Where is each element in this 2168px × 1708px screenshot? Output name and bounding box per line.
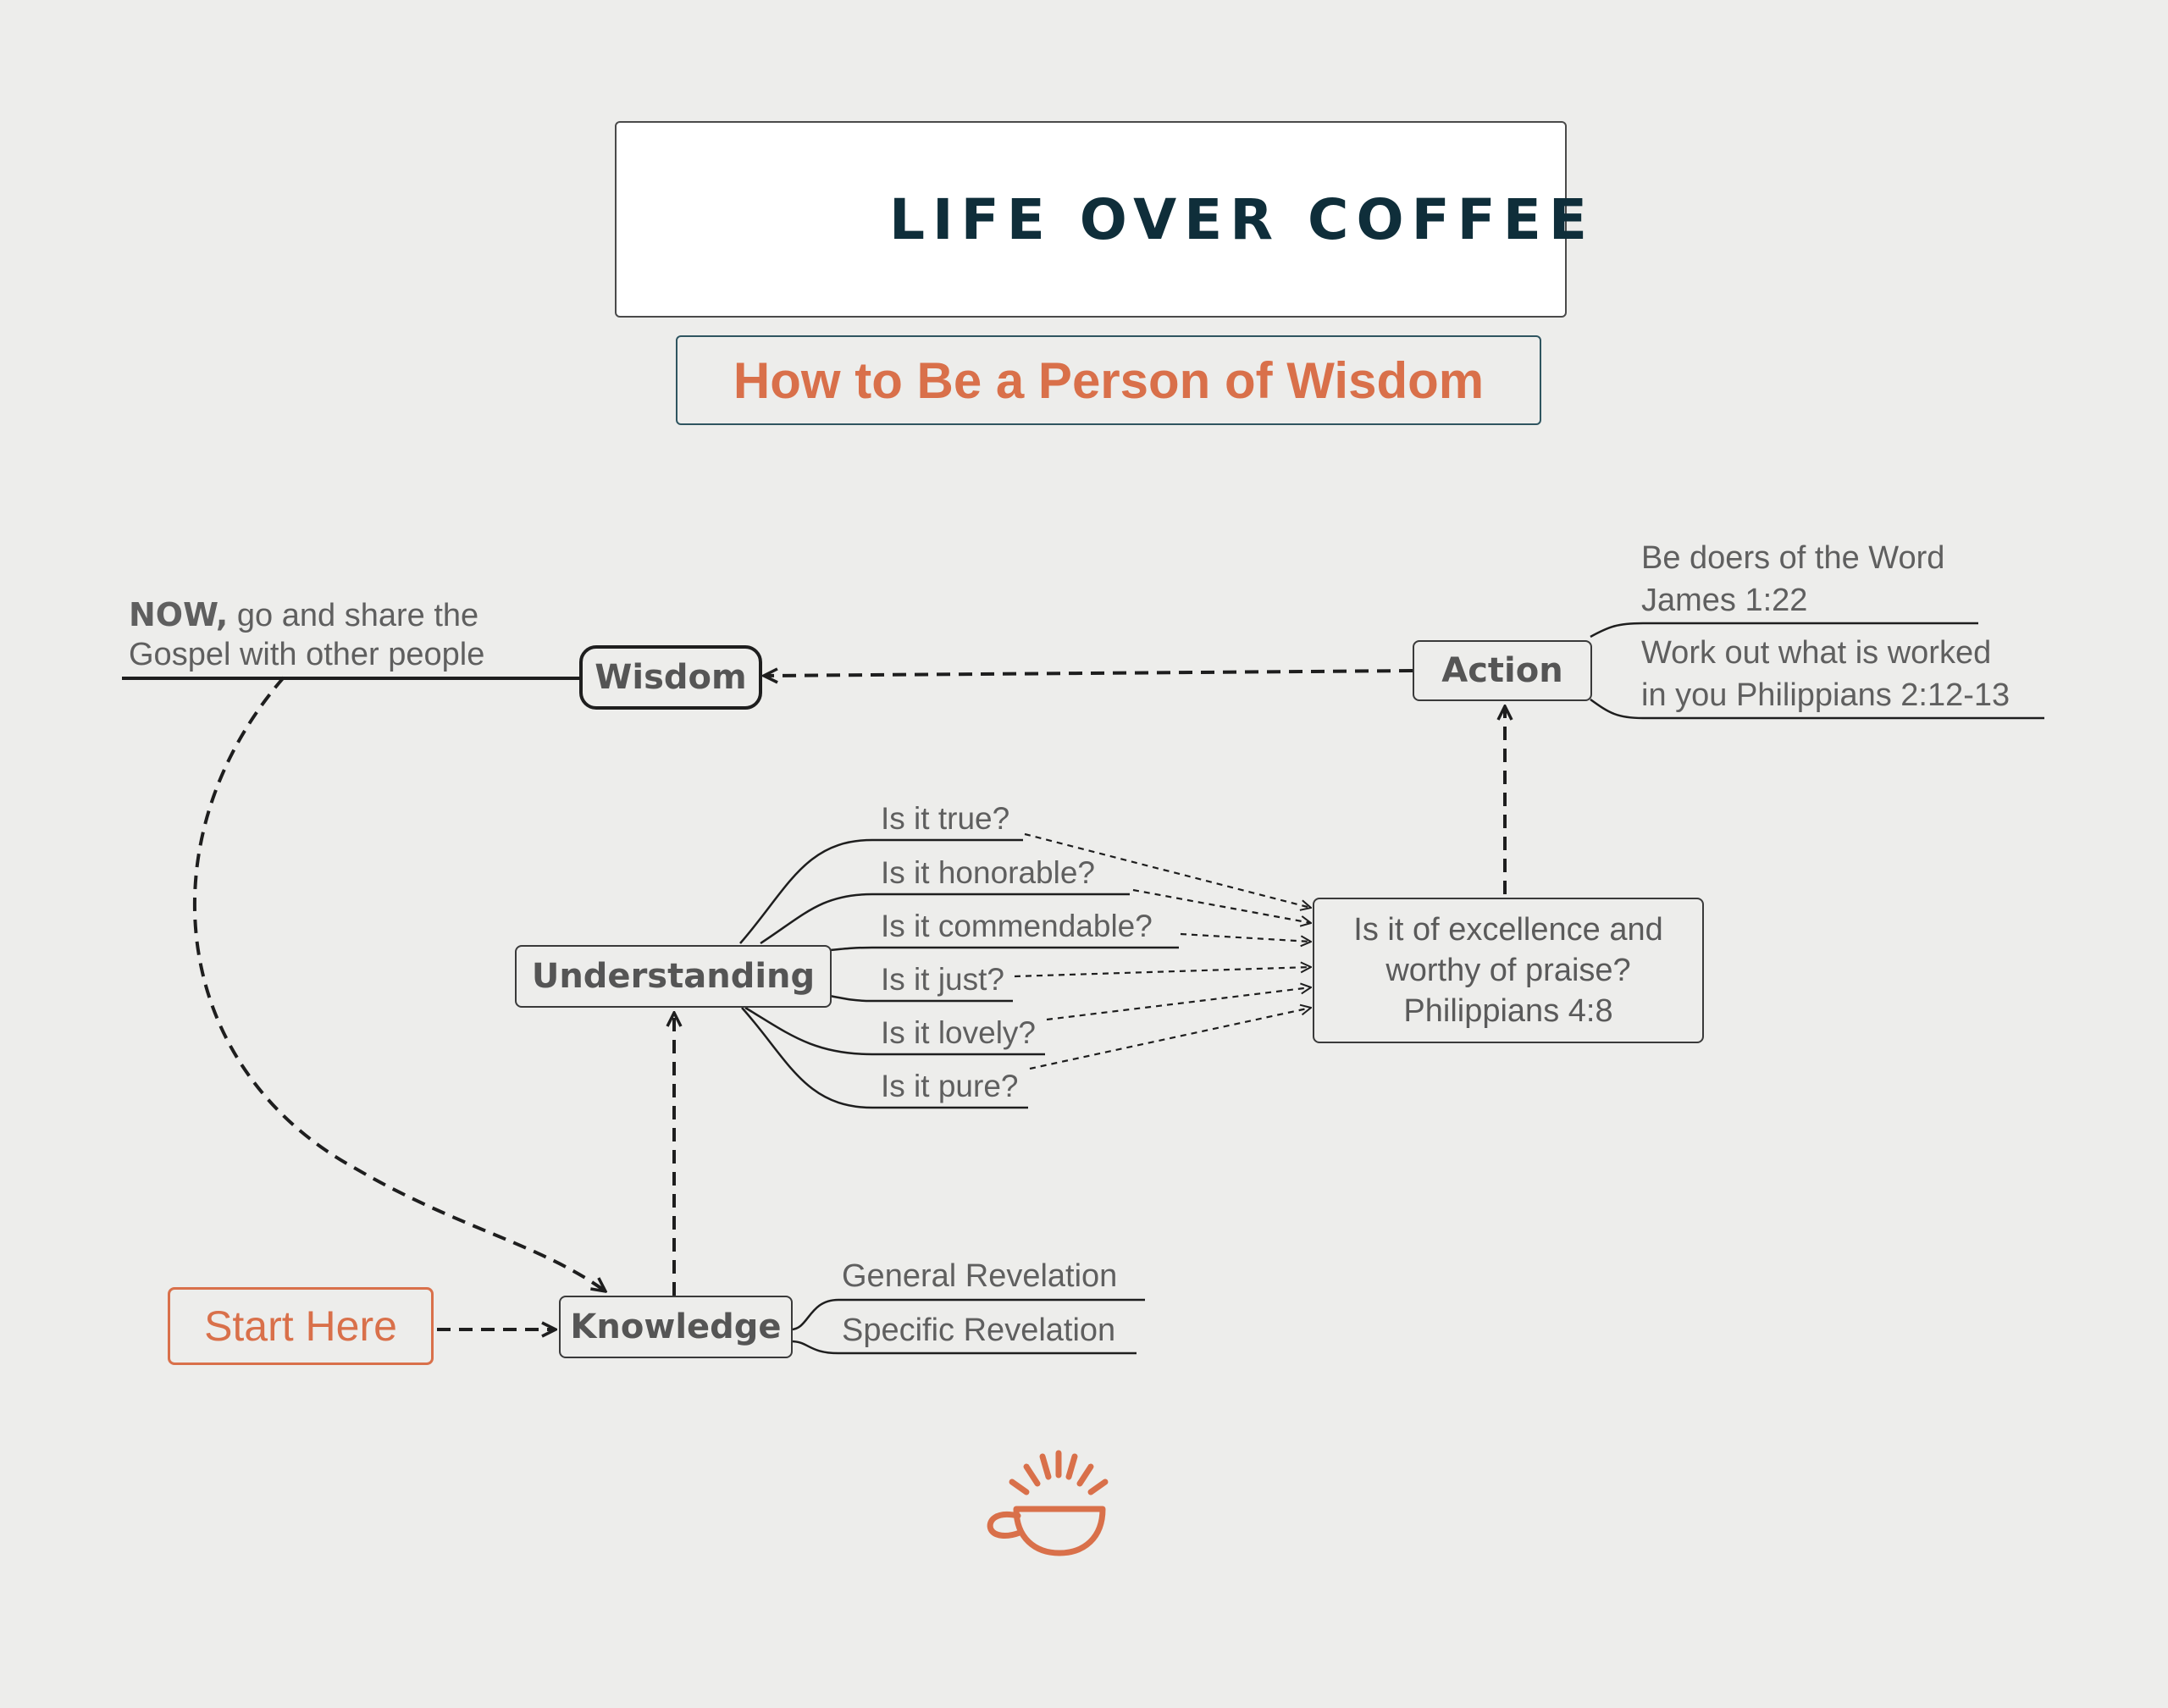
page-title: How to Be a Person of Wisdom (733, 351, 1485, 409)
branch-work-out (1590, 698, 2044, 720)
action-branch-1-line-2: James 1:22 (1641, 583, 1808, 618)
action-branch-1-line-1: Be doers of the Word (1641, 540, 1945, 576)
wisdom-note-line-2: Gospel with other people (129, 637, 485, 672)
branch-label-commendable: Is it commendable? (881, 909, 1153, 943)
wisdom-node[interactable]: Wisdom (579, 645, 762, 710)
branch-label-honorable: Is it honorable? (881, 855, 1096, 890)
branch-label-pure: Is it pure? (881, 1069, 1019, 1103)
link-commendable-to-excellence (1180, 932, 1311, 942)
understanding-node[interactable]: Understanding (515, 945, 832, 1008)
branch-lovely (744, 1006, 1045, 1056)
branch-true (739, 838, 1023, 944)
branch-general-revelation (790, 1298, 1145, 1331)
link-just-to-excellence (1014, 967, 1311, 978)
excellence-line-3: Philippians 4:8 (1403, 993, 1613, 1029)
branch-just (829, 994, 1013, 1003)
action-branch-2-line-2: in you Philippians 2:12-13 (1641, 677, 2010, 713)
logo-text: LIFE OVER COFFEE (889, 187, 1595, 252)
arrow-wisdom-to-knowledge (192, 676, 606, 1291)
understanding-label: Understanding (531, 957, 816, 996)
excellence-line-2: worthy of praise? (1385, 953, 1631, 988)
logo-banner (615, 121, 1567, 318)
link-honorable-to-excellence (1132, 888, 1311, 923)
link-lovely-to-excellence (1046, 987, 1311, 1021)
branch-label-general-revelation: General Revelation (842, 1258, 1118, 1294)
wisdom-note-line-1-text: go and share the (228, 598, 479, 633)
knowledge-node[interactable]: Knowledge (559, 1296, 793, 1358)
action-label: Action (1441, 651, 1563, 690)
branch-label-specific-revelation: Specific Revelation (842, 1313, 1116, 1348)
wisdom-note-bold: NOW, (129, 596, 229, 633)
branch-label-lovely: Is it lovely? (881, 1015, 1037, 1050)
branch-pure (741, 1007, 1028, 1109)
start-here-node[interactable]: Start Here (168, 1287, 434, 1365)
coffee-cup-footer-icon (987, 1450, 1109, 1556)
action-node[interactable]: Action (1413, 640, 1592, 701)
branch-commendable (829, 946, 1179, 952)
knowledge-label: Knowledge (570, 1307, 782, 1346)
page-title-box: How to Be a Person of Wisdom (676, 335, 1541, 425)
action-branch-2-line-1: Work out what is worked (1641, 635, 1992, 671)
wisdom-label: Wisdom (595, 658, 747, 697)
arrow-action-to-wisdom (764, 671, 1413, 676)
branch-specific-revelation (790, 1340, 1137, 1355)
excellence-node[interactable]: Is it of excellence and worthy of praise… (1313, 898, 1704, 1043)
start-here-label: Start Here (204, 1302, 397, 1350)
link-true-to-excellence (1024, 832, 1311, 908)
link-pure-to-excellence (1029, 1008, 1311, 1070)
excellence-line-1: Is it of excellence and (1353, 912, 1663, 948)
branch-honorable (760, 893, 1130, 945)
wisdom-note-line-1: NOW, go and share the (129, 596, 478, 634)
branch-label-just: Is it just? (881, 962, 1004, 997)
branch-doers-of-word (1590, 622, 1978, 638)
branch-label-true: Is it true? (881, 801, 1010, 836)
